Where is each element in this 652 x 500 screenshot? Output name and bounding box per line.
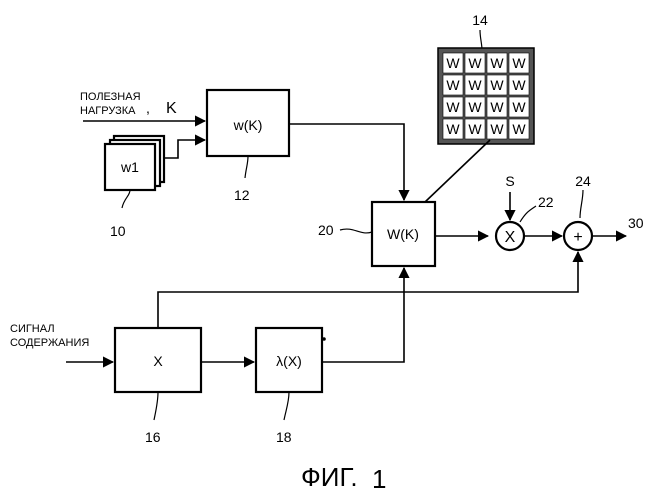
w-matrix-cell-label: W: [512, 121, 526, 137]
content-signal-label: СИГНАЛ СОДЕРЖАНИЯ: [10, 323, 89, 349]
wk-small-label: w(K): [233, 117, 263, 133]
w-matrix-cell-label: W: [446, 99, 460, 115]
ref-10: 10: [110, 223, 126, 239]
ref-leader-12: [245, 156, 248, 178]
w-matrix-cell-label: W: [446, 77, 460, 93]
ref-leader-14: [480, 30, 482, 50]
wk-to-big-wk-arrow: [289, 124, 404, 200]
svg-text:ПОЛЕЗНАЯ: ПОЛЕЗНАЯ: [80, 91, 141, 103]
ref-20: 20: [318, 222, 334, 238]
svg-text:СИГНАЛ: СИГНАЛ: [10, 323, 55, 335]
s-input-label: S: [505, 173, 514, 189]
x-label: X: [153, 353, 163, 369]
w-matrix-cell-label: W: [468, 121, 482, 137]
ref-16: 16: [145, 429, 161, 445]
w-matrix-cell-label: W: [512, 99, 526, 115]
ref-22: 22: [538, 194, 554, 210]
ref-18: 18: [276, 429, 292, 445]
matrix-to-big-wk-line: [425, 140, 490, 202]
ref-leader-22: [520, 206, 536, 222]
figure-caption: ФИГ. 1: [301, 462, 386, 494]
multiplier-symbol: X: [505, 229, 516, 246]
w1-to-wk-arrow: [164, 140, 205, 158]
w-matrix-cell-label: W: [490, 77, 504, 93]
lambda-label: λ(X): [276, 353, 302, 369]
ref-leader-20: [340, 229, 372, 233]
w-matrix-cell-label: W: [490, 121, 504, 137]
ref-leader-10: [122, 190, 130, 208]
ref-leader-24: [580, 190, 583, 218]
w-matrix-cell-label: W: [490, 99, 504, 115]
w-matrix-cell-label: W: [512, 77, 526, 93]
ref-12: 12: [234, 187, 250, 203]
w-matrix-cell-label: W: [490, 55, 504, 71]
x-to-adder-arrow: [158, 252, 578, 328]
ref-leader-18: [284, 392, 289, 420]
svg-text:,: ,: [146, 100, 150, 116]
payload-input-label: ПОЛЕЗНАЯ НАГРУЗКА , K: [80, 91, 177, 117]
ref-14: 14: [472, 12, 488, 28]
svg-text:СОДЕРЖАНИЯ: СОДЕРЖАНИЯ: [10, 337, 89, 349]
w1-label: w1: [120, 159, 139, 175]
figure-caption-number: 1: [372, 464, 386, 494]
ref-24: 24: [575, 173, 591, 189]
wk-big-label: W(K): [387, 226, 419, 242]
w1-block-stack: w1: [105, 136, 164, 190]
w-matrix-cell-label: W: [468, 77, 482, 93]
w-matrix: WWWWWWWWWWWWWWWW: [438, 48, 534, 144]
lambda-to-big-wk-arrow: [322, 268, 404, 362]
ref-30: 30: [628, 215, 644, 231]
svg-text:НАГРУЗКА: НАГРУЗКА: [80, 105, 136, 117]
w-matrix-cell-label: W: [512, 55, 526, 71]
figure-caption-prefix: ФИГ.: [301, 462, 358, 492]
svg-text:K: K: [166, 100, 177, 117]
ref-leader-16: [154, 392, 158, 420]
lambda-output-dot: [322, 337, 326, 341]
w-matrix-cell-label: W: [446, 55, 460, 71]
w-matrix-cell-label: W: [446, 121, 460, 137]
w-matrix-cell-label: W: [468, 99, 482, 115]
w-matrix-cell-label: W: [468, 55, 482, 71]
adder-symbol: +: [573, 229, 582, 246]
